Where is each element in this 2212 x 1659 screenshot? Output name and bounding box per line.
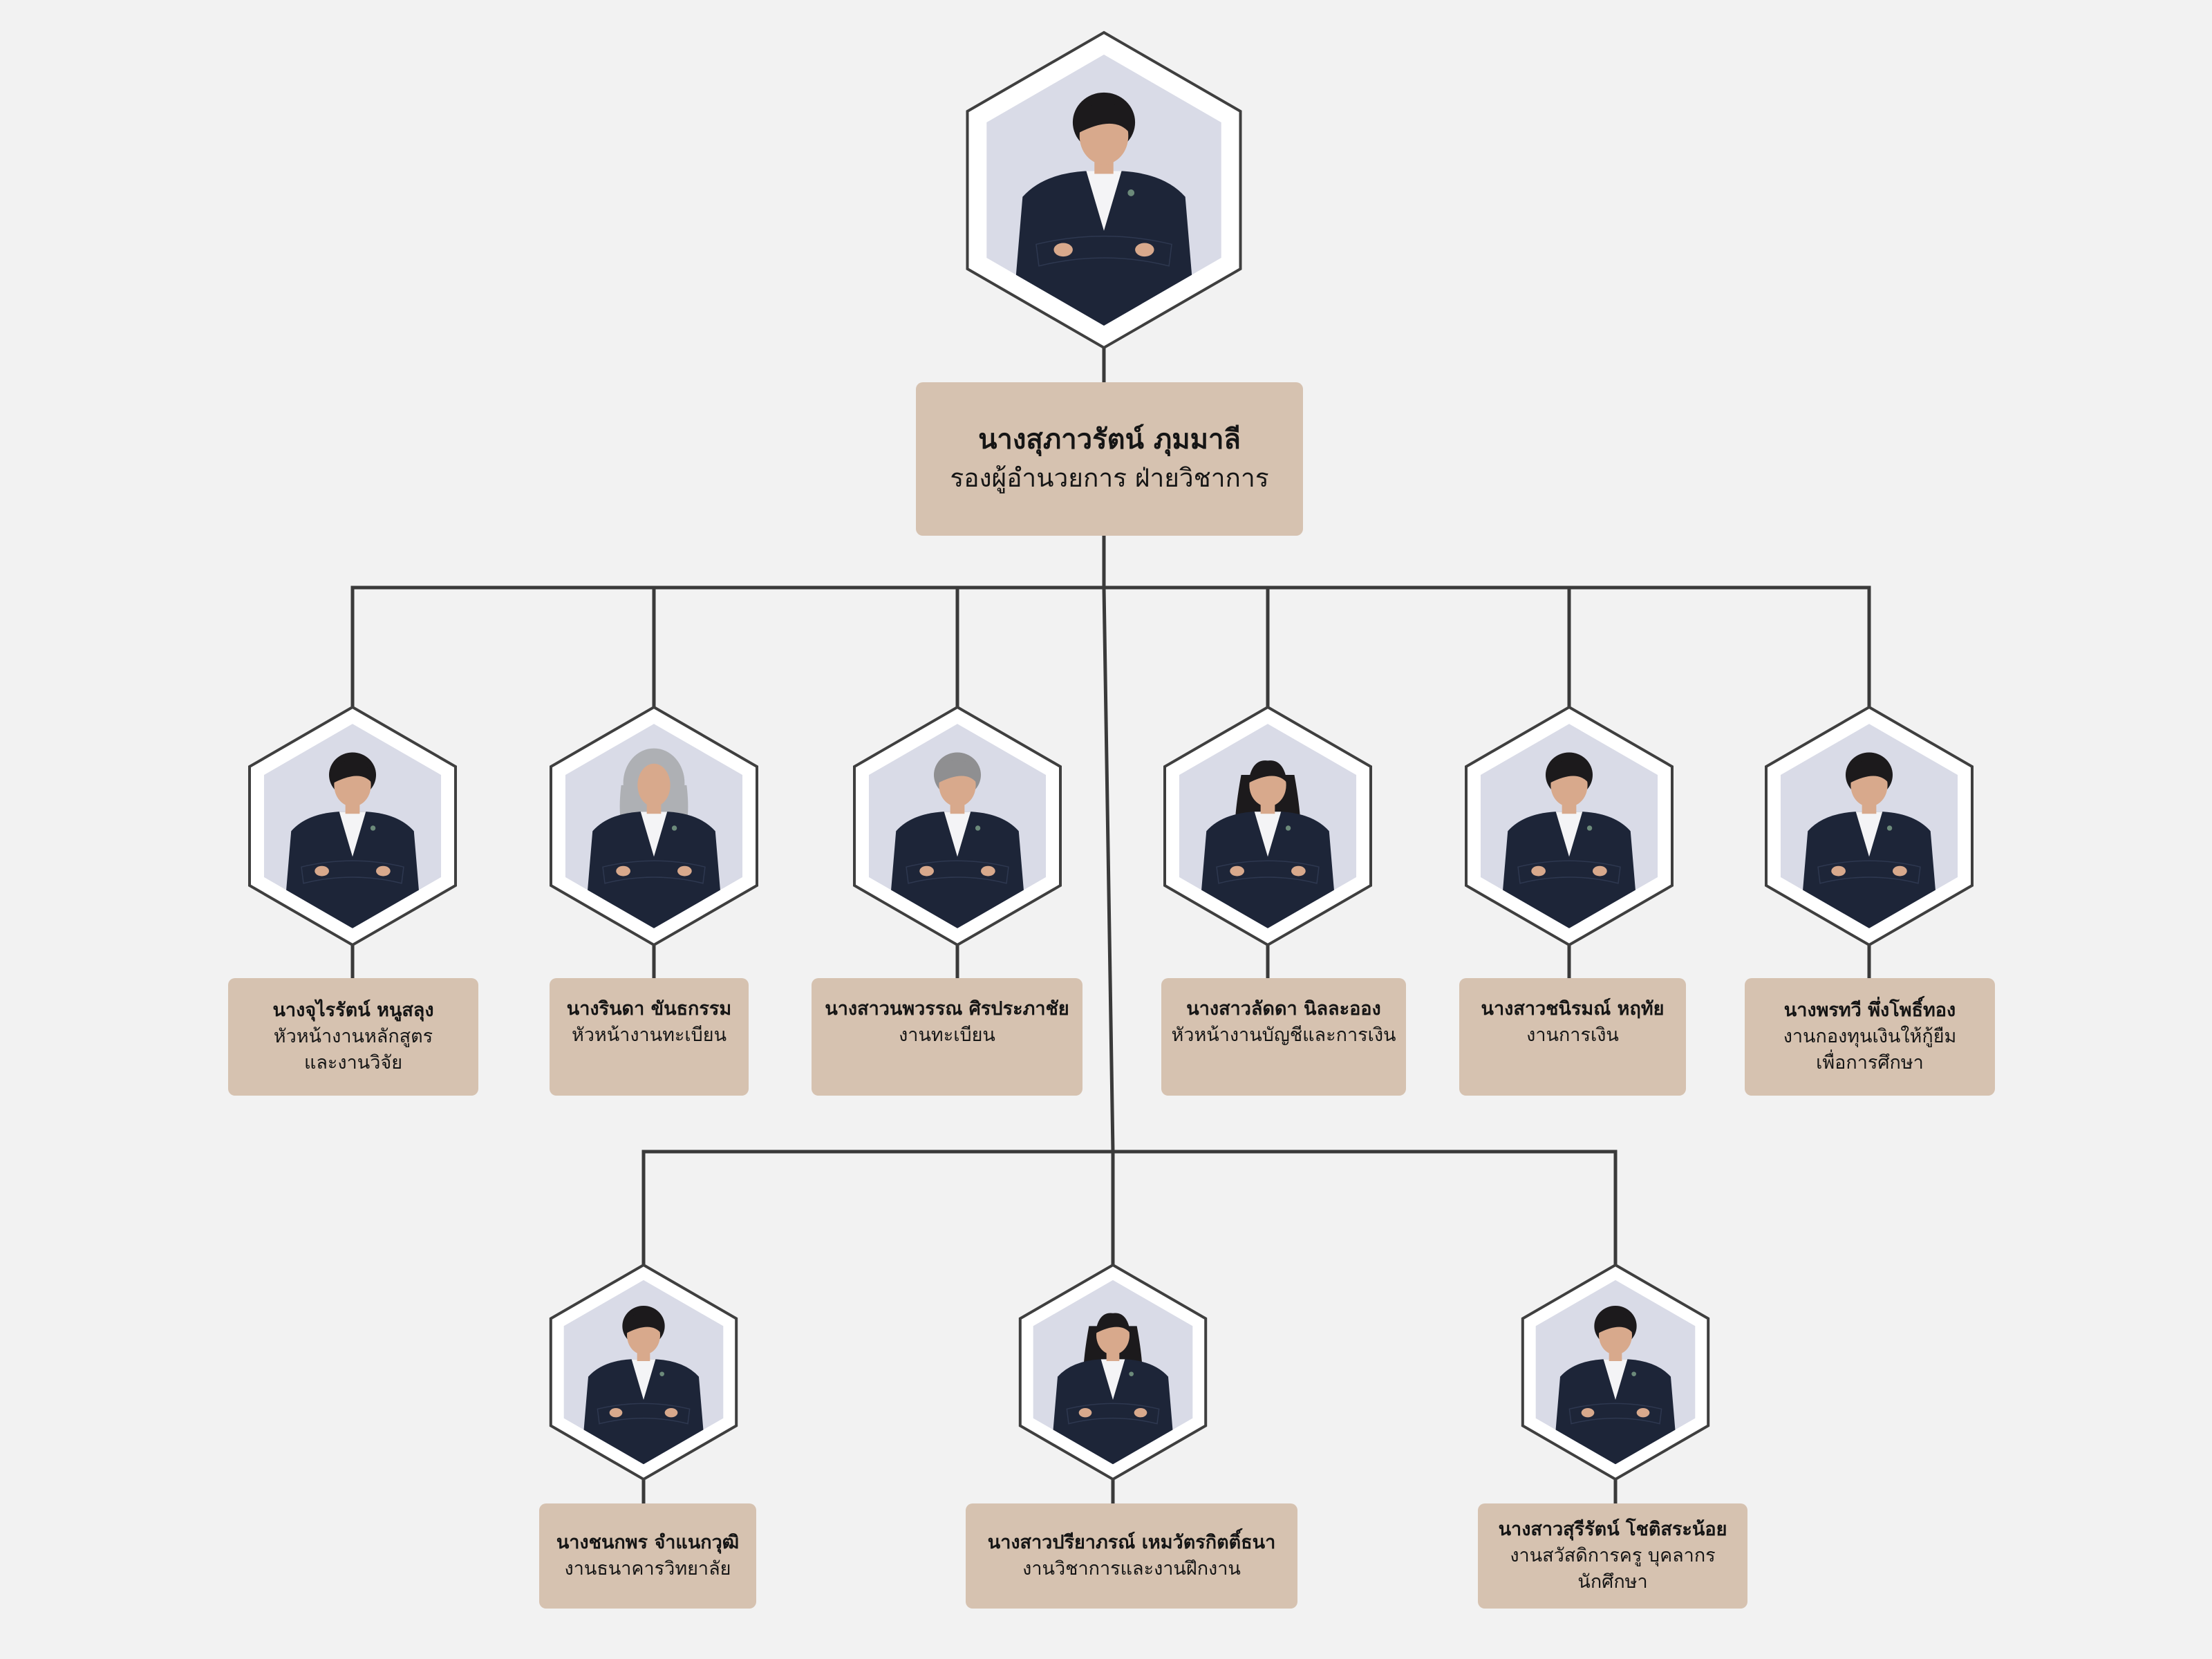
person-portrait-icon — [1480, 724, 1658, 928]
staff-card-row1-5: นางสาวชนิรมณ์ หฤทัย งานการเงิน — [1459, 978, 1686, 1096]
person-portrait-icon — [263, 724, 442, 928]
staff-name: นางสาวนพวรรณ ศิรประภาชัย — [825, 998, 1069, 1020]
staff-role-line: หัวหน้างานทะเบียน — [571, 1024, 727, 1046]
person-portrait-icon — [986, 54, 1221, 326]
head-card: นางสุภาวรัตน์ ภุมมาลี รองผู้อำนวยการ ฝ่า… — [916, 382, 1303, 536]
row2-portrait-2 — [1018, 1263, 1208, 1481]
row2-portrait-1 — [549, 1263, 738, 1481]
staff-name: นางชนกพร จำแนกวุฒิ — [556, 1532, 740, 1553]
staff-role-line: งานทะเบียน — [899, 1024, 995, 1046]
staff-name: นางพรทวี พึ่งโพธิ์ทอง — [1783, 1000, 1956, 1021]
staff-role-line: นักศึกษา — [1577, 1571, 1648, 1593]
person-portrait-icon — [1179, 724, 1357, 928]
person-portrait-icon — [1780, 724, 1958, 928]
staff-name: นางสาวลัดดา นิลละออง — [1186, 998, 1381, 1020]
staff-role-line: งานธนาคารวิทยาลัย — [564, 1558, 731, 1580]
row1-portrait-2 — [550, 705, 758, 947]
head-name: นางสุภาวรัตน์ ภุมมาลี — [978, 424, 1241, 456]
head-portrait — [966, 30, 1242, 350]
person-portrait-icon — [1033, 1280, 1193, 1465]
staff-name: นางสาวชนิรมณ์ หฤทัย — [1481, 998, 1665, 1020]
person-portrait-icon — [1535, 1280, 1696, 1465]
person-portrait-icon — [868, 724, 1047, 928]
staff-card-row1-1: นางจุไรรัตน์ หนูสลุง หัวหน้างานหลักสูตร … — [228, 978, 478, 1096]
staff-role-line: และงานวิจัย — [303, 1052, 403, 1074]
row2-portrait-3 — [1521, 1263, 1710, 1481]
staff-card-row1-4: นางสาวลัดดา นิลละออง หัวหน้างานบัญชีและก… — [1161, 978, 1406, 1096]
staff-role-line: งานการเงิน — [1526, 1024, 1619, 1046]
connector-trunk-row2 — [1102, 585, 1115, 1154]
row1-portrait-1 — [248, 705, 457, 947]
staff-card-row1-6: นางพรทวี พึ่งโพธิ์ทอง งานกองทุนเงินให้กู… — [1745, 978, 1995, 1096]
staff-card-row2-3: นางสาวสุรีรัตน์ โชติสระน้อย งานสวัสดิการ… — [1478, 1503, 1747, 1609]
row1-portrait-4 — [1163, 705, 1372, 947]
staff-card-row2-2: นางสาวปรียาภรณ์ เหมวัตรกิตติ์ธนา งานวิชา… — [966, 1503, 1297, 1609]
staff-name: นางรินดา ขันธกรรม — [566, 998, 732, 1020]
head-role: รองผู้อำนวยการ ฝ่ายวิชาการ — [950, 463, 1269, 493]
staff-role-line: งานวิชาการและงานฝึกงาน — [1022, 1558, 1241, 1580]
staff-name: นางจุไรรัตน์ หนูสลุง — [272, 1000, 434, 1021]
staff-card-row2-1: นางชนกพร จำแนกวุฒิ งานธนาคารวิทยาลัย — [539, 1503, 756, 1609]
staff-role-line: หัวหน้างานหลักสูตร — [273, 1026, 433, 1047]
staff-role-line: หัวหน้างานบัญชีและการเงิน — [1171, 1024, 1396, 1046]
staff-card-row1-3: นางสาวนพวรรณ ศิรประภาชัย งานทะเบียน — [812, 978, 1082, 1096]
row1-portrait-5 — [1465, 705, 1674, 947]
staff-name: นางสาวสุรีรัตน์ โชติสระน้อย — [1498, 1519, 1727, 1540]
staff-card-row1-2: นางรินดา ขันธกรรม หัวหน้างานทะเบียน — [550, 978, 749, 1096]
person-portrait-icon — [565, 724, 743, 928]
staff-role-line: งานสวัสดิการครู บุคลากร — [1510, 1545, 1716, 1566]
staff-role-line: เพื่อการศึกษา — [1816, 1052, 1924, 1074]
row1-portrait-6 — [1765, 705, 1974, 947]
person-portrait-icon — [563, 1280, 724, 1465]
staff-name: นางสาวปรียาภรณ์ เหมวัตรกิตติ์ธนา — [987, 1532, 1276, 1553]
staff-role-line: งานกองทุนเงินให้กู้ยืม — [1783, 1026, 1957, 1047]
row1-portrait-3 — [853, 705, 1062, 947]
